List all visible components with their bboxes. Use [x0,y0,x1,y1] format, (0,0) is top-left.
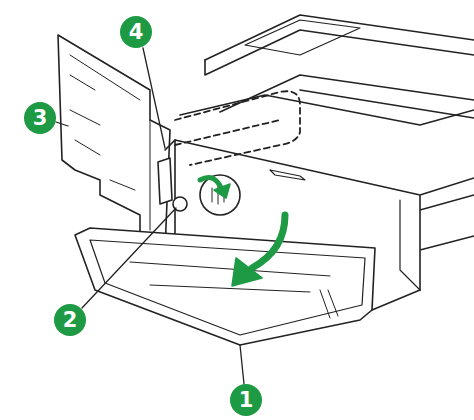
leader-line [240,345,244,384]
callout-number: 2 [54,304,86,336]
callout-number: 1 [230,384,262,416]
cover-open-arrow [252,215,285,268]
leader-line [143,48,165,148]
hidden-part-outline [175,91,300,165]
body-top-front [180,95,474,125]
cover-hinge [320,290,338,318]
drum-end [200,175,240,215]
printer-top-edge [205,15,474,60]
rear-slot [245,20,360,55]
cover-join [372,290,420,310]
lever [158,158,172,204]
callout-number: 4 [120,16,152,48]
front-cover [75,228,375,345]
body-side-edge [400,200,420,290]
panel-edge [150,120,151,230]
front-cover-inner [90,240,365,335]
callout-number: 3 [24,102,56,134]
side-panel [58,35,170,250]
hidden-part-edge [175,120,280,145]
leader-line [56,122,68,126]
leader-line [82,208,176,308]
cover-arrowhead [232,258,262,286]
panel-ribs [70,55,140,190]
front-handle [270,170,305,180]
cover-ribs [130,262,330,292]
lever-arrowhead [214,184,230,198]
